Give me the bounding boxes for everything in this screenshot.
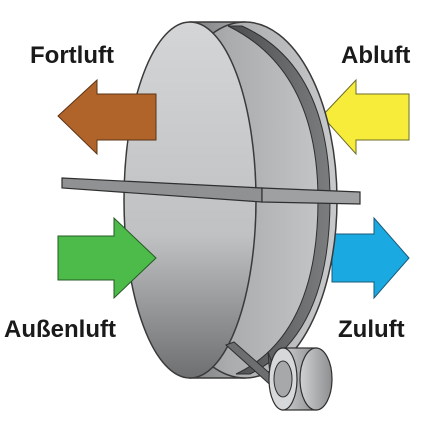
supply-air-arrow	[331, 216, 410, 300]
extract-air-arrow	[321, 78, 410, 156]
label-zuluft: Zuluft	[338, 316, 405, 343]
outdoor-air-arrow	[57, 216, 157, 300]
divider-plate	[61, 177, 361, 205]
drive-motor	[268, 347, 333, 411]
label-aussenluft: Außenluft	[4, 316, 116, 343]
belt-groove	[227, 25, 331, 375]
exhaust-air-arrow	[57, 78, 157, 156]
label-abluft: Abluft	[341, 42, 411, 69]
label-fortluft: Fortluft	[30, 42, 114, 69]
